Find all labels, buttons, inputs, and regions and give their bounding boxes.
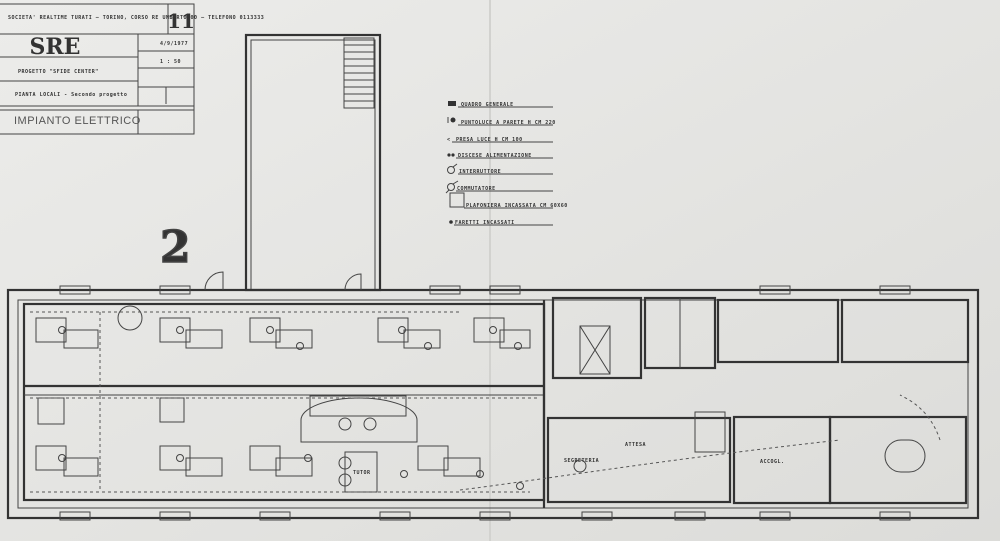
power-line-icon <box>447 153 455 157</box>
legend-item: COMMUTATORE <box>445 180 553 194</box>
switch-icon <box>447 163 458 174</box>
svg-text:QUADRO GENERALE: QUADRO GENERALE <box>461 102 514 108</box>
svg-text:DISCESE ALIMENTAZIONE: DISCESE ALIMENTAZIONE <box>458 153 532 159</box>
svg-text:PUNTOLUCE A PARETE H CM 220: PUNTOLUCE A PARETE H CM 220 <box>461 120 556 126</box>
svg-text:INTERRUTTORE: INTERRUTTORE <box>459 169 501 175</box>
room-label-tutor: TUTOR <box>353 470 371 476</box>
svg-text:FARETTI INCASSATI: FARETTI INCASSATI <box>455 220 515 226</box>
drawing-subject: IMPIANTO ELETTRICO <box>14 115 141 127</box>
drawing-date: 4/9/1977 <box>160 41 188 47</box>
svg-text:PLAFONIERA INCASSATA CM 60X60: PLAFONIERA INCASSATA CM 60X60 <box>466 203 568 209</box>
title-block: 11 SOCIETA' REALTIME TURATI — TORINO, CO… <box>0 3 264 135</box>
drawing-scale: 1 : 50 <box>160 59 181 65</box>
recessed-panel-icon <box>449 192 465 208</box>
elevator <box>579 325 611 375</box>
light-fixtures <box>58 305 587 490</box>
main-panel-icon <box>448 101 456 106</box>
socket-icon: < <box>447 137 451 143</box>
two-way-switch-icon <box>445 180 459 194</box>
wall-light-icon <box>447 117 456 123</box>
staircase <box>343 37 375 109</box>
legend-item: FARETTI INCASSATI <box>449 220 553 226</box>
client-name: SRE <box>30 34 81 60</box>
wiring <box>30 311 941 493</box>
legend-item: QUADRO GENERALE <box>448 101 553 108</box>
legend: QUADRO GENERALE PUNTOLUCE A PARETE H CM … <box>445 101 568 226</box>
room-label-waiting: ATTESA <box>625 442 646 448</box>
drawing-note: PIANTA LOCALI - Secondo progetto <box>15 92 127 98</box>
project-name: PROGETTO "SFIDE CENTER" <box>18 69 99 75</box>
legend-item: < PRESA LUCE H CM 100 <box>447 137 553 143</box>
spotlight-icon <box>449 220 453 224</box>
legend-item: PUNTOLUCE A PARETE H CM 220 <box>447 117 556 126</box>
floor-number: 2 <box>160 222 191 273</box>
meeting-table <box>884 439 926 473</box>
legend-item: PLAFONIERA INCASSATA CM 60X60 <box>449 192 568 209</box>
room-label-secretary: SEGRETERIA <box>564 458 599 464</box>
svg-text:COMMUTATORE: COMMUTATORE <box>457 186 496 192</box>
legend-item: INTERRUTTORE <box>447 163 553 175</box>
building-walls <box>6 271 980 521</box>
title-header-line: SOCIETA' REALTIME TURATI — TORINO, CORSO… <box>8 15 264 21</box>
sheet-number: 11 <box>167 9 195 33</box>
legend-item: DISCESE ALIMENTAZIONE <box>447 153 553 159</box>
svg-text:PRESA LUCE H CM 100: PRESA LUCE H CM 100 <box>456 137 523 143</box>
room-label-reception: ACCOGL. <box>760 459 785 465</box>
